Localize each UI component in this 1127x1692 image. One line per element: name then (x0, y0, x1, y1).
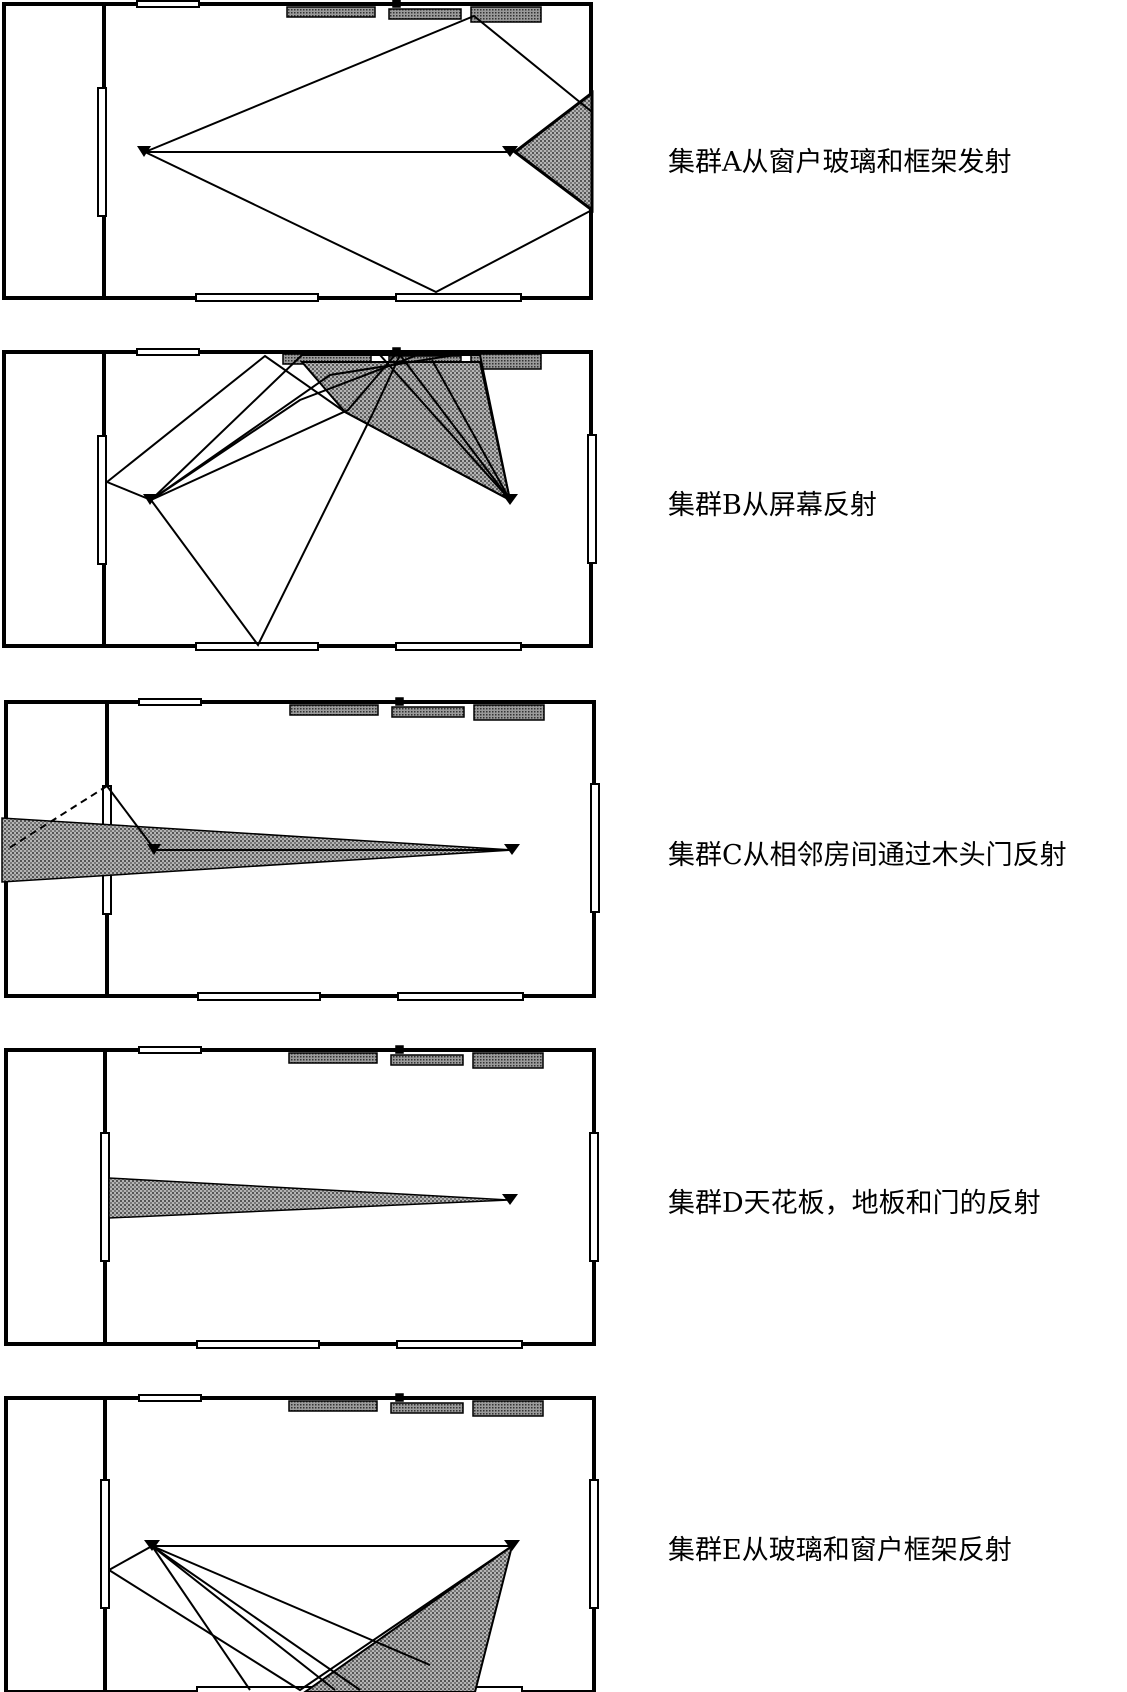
ray-paths-c (106, 785, 512, 851)
caption-cluster-e: 集群E从玻璃和窗户框架反射 (668, 1535, 1012, 1566)
source-marker-a (137, 146, 151, 157)
receiver-marker-d (502, 1194, 518, 1205)
caption-cluster-b: 集群B从屏幕反射 (668, 490, 877, 521)
windows-e (100, 1394, 599, 1692)
room-plan-e (4, 1393, 599, 1692)
reflection-wedge-e (303, 1543, 514, 1692)
receiver-marker-b (502, 494, 518, 505)
caption-cluster-a: 集群A从窗户玻璃和框架发射 (668, 147, 1012, 178)
dashed-path-c (5, 785, 108, 851)
screen-panels-a (286, 0, 542, 23)
screen-panels-c (289, 697, 545, 721)
room-b (2, 350, 593, 648)
receiver-marker-e (504, 1540, 520, 1551)
source-marker-b (143, 494, 157, 505)
screen-panels-d (288, 1045, 544, 1069)
room-plan-d (4, 1045, 599, 1349)
windows-d (100, 1046, 599, 1349)
room-plan-a (2, 0, 594, 302)
reflection-wedge-a (512, 89, 594, 214)
ray-paths-a (144, 14, 593, 294)
room-plan-b (2, 347, 597, 651)
ray-paths-b (106, 353, 511, 647)
reflection-wedge-d (108, 1177, 511, 1219)
caption-cluster-d: 集群D天花板，地板和门的反射 (668, 1188, 1041, 1219)
caption-cluster-c: 集群C从相邻房间通过木头门反射 (668, 840, 1067, 871)
ray-paths-e (108, 1545, 513, 1692)
screen-panels-e (288, 1393, 544, 1417)
source-marker-e (144, 1540, 160, 1551)
source-marker-c (147, 844, 161, 855)
receiver-marker-a (502, 146, 518, 157)
windows-a (97, 0, 522, 302)
receiver-marker-c (504, 844, 520, 855)
room-plan-c (1, 697, 600, 1001)
